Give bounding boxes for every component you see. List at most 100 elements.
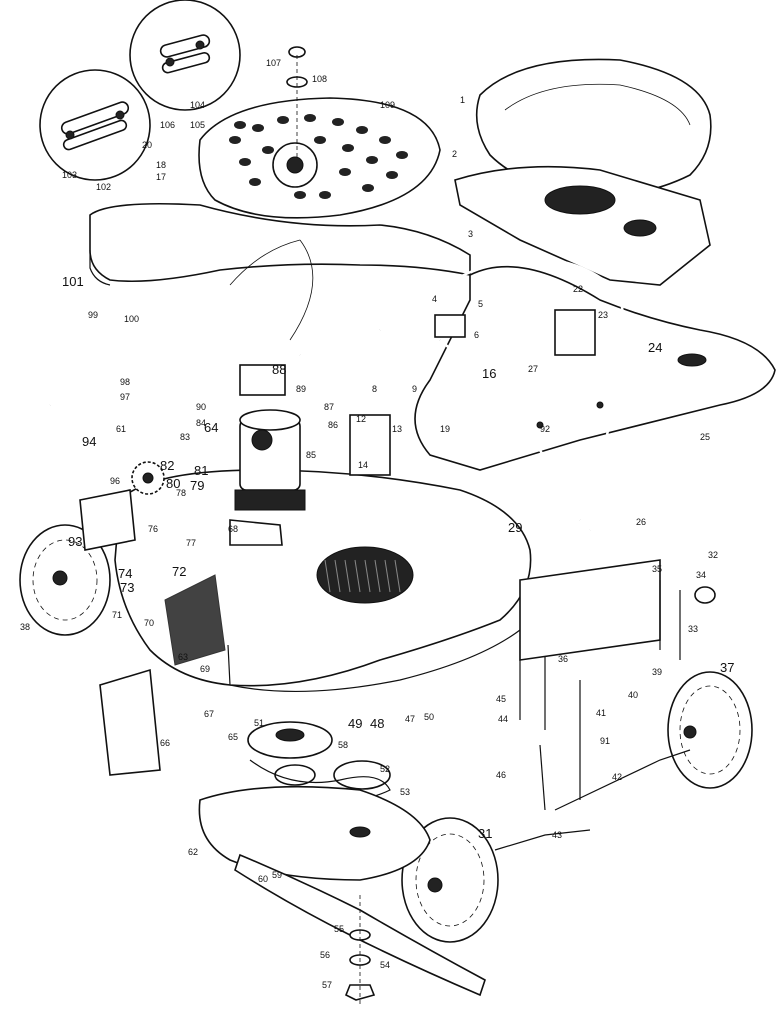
engine-motor [234,409,306,511]
part-label-14: 14 [358,460,368,470]
part-label-107: 107 [266,58,281,68]
part-label-102: 102 [96,182,111,192]
chain-link-inset-104 [129,0,241,111]
part-label-37: 37 [720,660,734,675]
part-label-84: 84 [196,418,206,428]
chain-link-inset-103 [39,69,151,181]
part-label-92: 92 [540,424,550,434]
part-label-6: 6 [474,330,479,340]
part-label-8: 8 [372,384,377,394]
part-label-31: 31 [478,826,492,841]
part-label-86: 86 [328,420,338,430]
part-label-50: 50 [424,712,434,722]
part-label-101: 101 [62,274,84,289]
part-label-44: 44 [498,714,508,724]
part-label-9: 9 [412,384,417,394]
part-label-60: 60 [258,874,268,884]
part-label-99: 99 [88,310,98,320]
part-label-63: 63 [178,652,188,662]
part-label-19: 19 [440,424,450,434]
part-label-24: 24 [648,340,662,355]
part-label-4: 4 [432,294,437,304]
part-label-83: 83 [180,432,190,442]
part-label-41: 41 [596,708,606,718]
part-label-16: 16 [482,366,496,381]
right-front-wheel [667,671,753,789]
seat-support-bracket [454,165,711,286]
part-label-48: 48 [370,716,384,731]
part-label-62: 62 [188,847,198,857]
part-label-81: 81 [194,463,208,478]
part-label-34: 34 [696,570,706,580]
part-label-29: 29 [508,520,522,535]
part-label-87: 87 [324,402,334,412]
part-label-26: 26 [636,517,646,527]
part-label-58: 58 [338,740,348,750]
part-label-65: 65 [228,732,238,742]
part-label-97: 97 [120,392,130,402]
part-label-1: 1 [460,95,465,105]
part-label-20: 20 [142,140,152,150]
part-label-46: 46 [496,770,506,780]
rear-body-panel [89,202,471,286]
part-label-43: 43 [552,830,562,840]
part-label-53: 53 [400,787,410,797]
part-label-79: 79 [190,478,204,493]
part-label-105: 105 [190,120,205,130]
part-label-13: 13 [392,424,402,434]
part-label-70: 70 [144,618,154,628]
part-label-91: 91 [600,736,610,746]
part-label-25: 25 [700,432,710,442]
part-label-104: 104 [190,100,205,110]
part-label-56: 56 [320,950,330,960]
blade-pulley-assembly [198,721,431,881]
part-label-103: 103 [62,170,77,180]
part-label-90: 90 [196,402,206,412]
part-label-94: 94 [82,434,96,449]
frame-tubes [48,239,625,531]
part-label-32: 32 [708,550,718,560]
part-label-18: 18 [156,160,166,170]
part-label-66: 66 [160,738,170,748]
part-label-54: 54 [380,960,390,970]
part-label-35: 35 [652,564,662,574]
top-cap-fastener [286,46,308,160]
part-label-68: 68 [228,524,238,534]
part-label-12: 12 [356,414,366,424]
part-label-108: 108 [312,74,327,84]
part-label-22: 22 [573,284,583,294]
part-label-17: 17 [156,172,166,182]
part-label-45: 45 [496,694,506,704]
part-label-49: 49 [348,716,362,731]
part-label-64: 64 [204,420,218,435]
part-label-33: 33 [688,624,698,634]
part-label-61: 61 [116,424,126,434]
part-label-40: 40 [628,690,638,700]
part-label-67: 67 [204,709,214,719]
part-label-71: 71 [112,610,122,620]
front-axle-assembly [494,559,716,851]
part-label-55: 55 [334,924,344,934]
perforated-seat-pan [198,97,441,219]
main-fender-body [414,265,776,471]
part-label-93: 93 [68,534,82,549]
part-label-96: 96 [110,476,120,486]
part-label-85: 85 [306,450,316,460]
part-label-36: 36 [558,654,568,664]
part-label-3: 3 [468,229,473,239]
part-label-59: 59 [272,870,282,880]
part-label-42: 42 [612,772,622,782]
left-rear-wheel [19,524,111,636]
part-label-88: 88 [272,362,286,377]
part-label-27: 27 [528,364,538,374]
part-label-78: 78 [176,488,186,498]
part-label-89: 89 [296,384,306,394]
part-label-69: 69 [200,664,210,674]
part-label-2: 2 [452,149,457,159]
drive-sprocket [131,461,165,495]
part-label-5: 5 [478,299,483,309]
part-label-77: 77 [186,538,196,548]
part-label-98: 98 [120,377,130,387]
part-label-109: 109 [380,100,395,110]
